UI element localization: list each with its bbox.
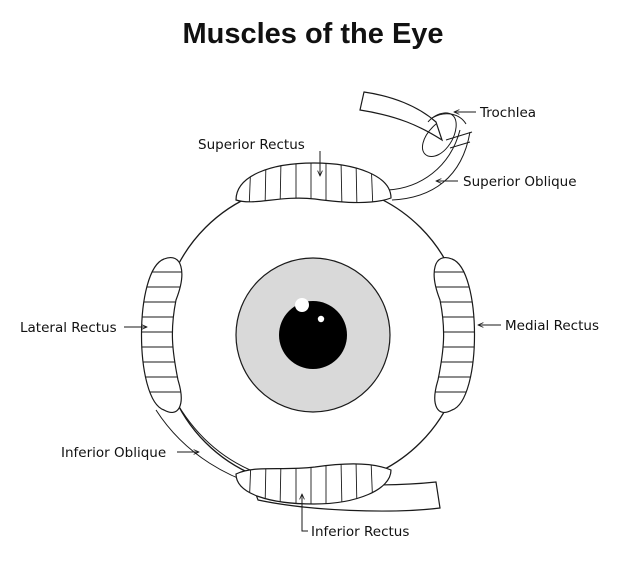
label-inferior-rectus: Inferior Rectus [311, 524, 409, 540]
diagram-title: Muscles of the Eye [182, 18, 444, 50]
pupil-highlight-large [295, 298, 309, 312]
label-inferior-oblique: Inferior Oblique [61, 445, 166, 461]
label-trochlea: Trochlea [479, 105, 536, 121]
pupil-highlight-small [317, 315, 325, 323]
label-superior-rectus: Superior Rectus [198, 137, 305, 153]
label-superior-oblique: Superior Oblique [463, 174, 577, 190]
trochlea-loop [421, 112, 473, 157]
pupil [279, 301, 347, 369]
lateral-rectus-muscle [140, 257, 183, 413]
label-medial-rectus: Medial Rectus [505, 318, 599, 334]
leader-lines [124, 112, 501, 532]
superior-oblique-muscle [359, 91, 471, 201]
label-lateral-rectus: Lateral Rectus [20, 320, 117, 336]
